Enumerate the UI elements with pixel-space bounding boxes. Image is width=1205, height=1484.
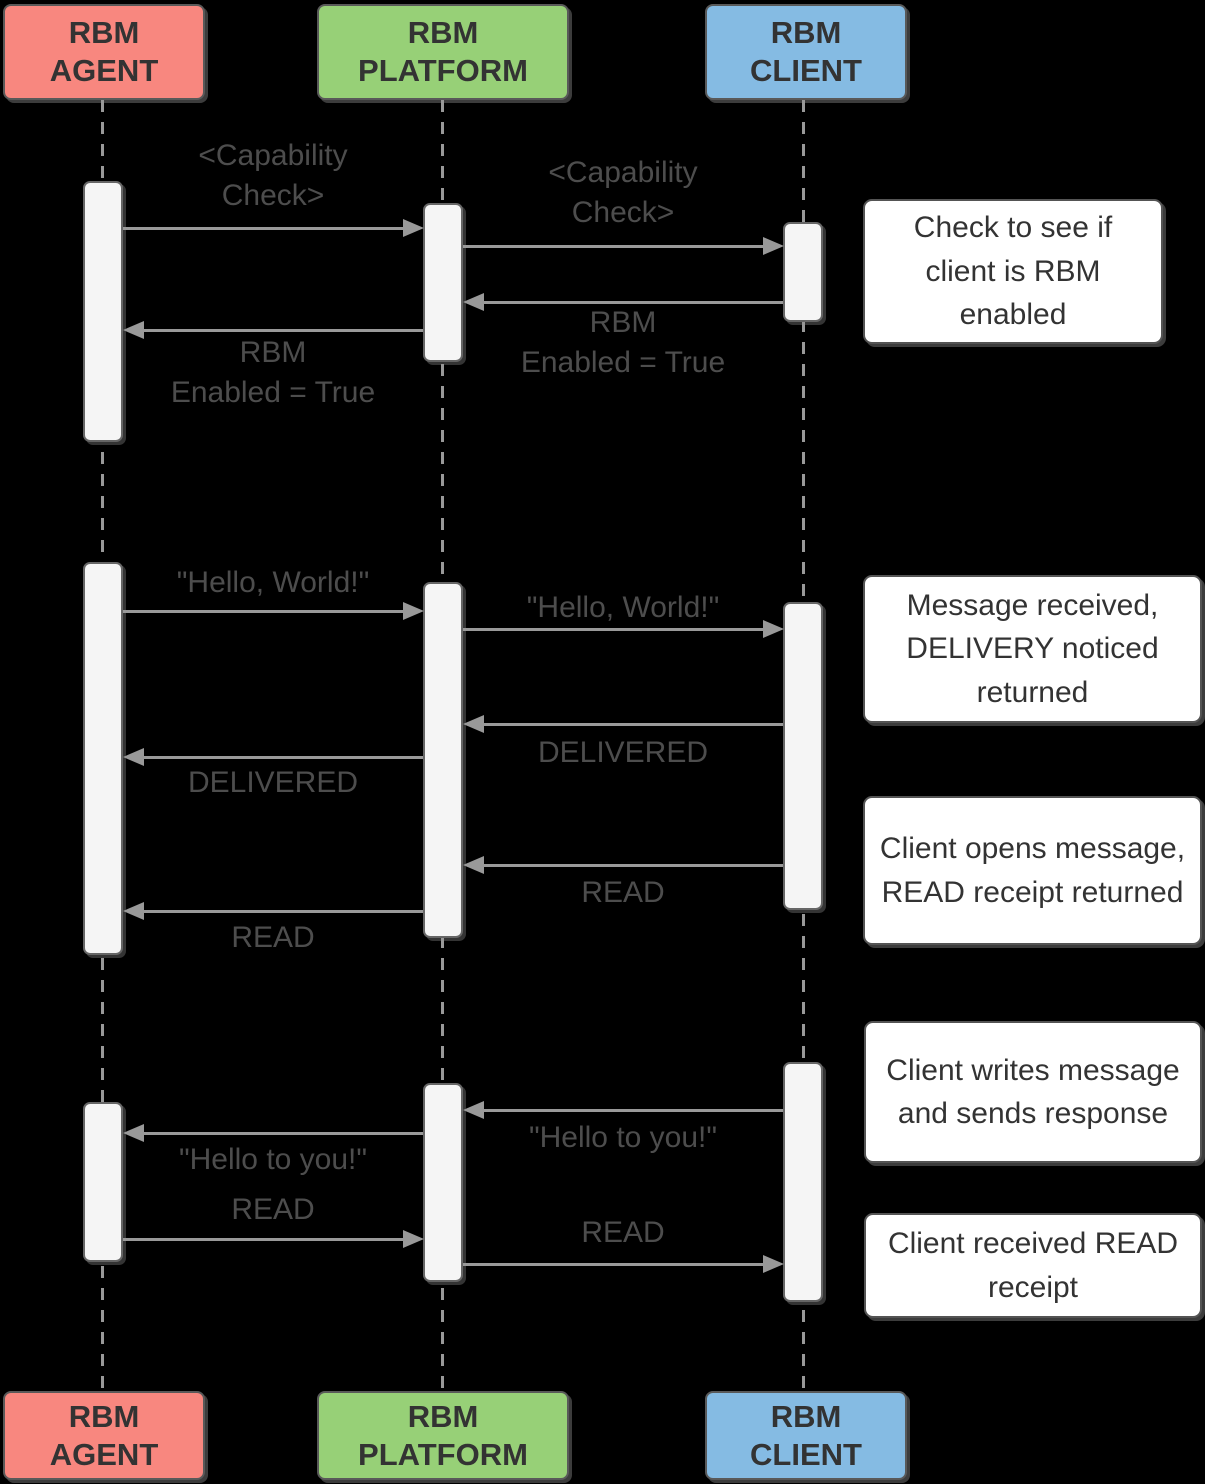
message-arrow-read-3 bbox=[123, 1238, 403, 1241]
activation-bar-client-3 bbox=[783, 1062, 823, 1302]
arrowhead-icon bbox=[463, 856, 484, 874]
message-label: "Hello to you!" bbox=[178, 1143, 368, 1176]
message-label: DELIVERED bbox=[187, 766, 359, 799]
message-arrow-hello-world-1 bbox=[123, 610, 403, 613]
note-message-received: Message received, DELIVERY noticed retur… bbox=[863, 575, 1202, 723]
actor-header-rbm-agent: RBM AGENT bbox=[3, 4, 205, 100]
activation-bar-platform-3 bbox=[423, 1083, 463, 1282]
arrowhead-icon bbox=[763, 1255, 784, 1273]
message-label: READ bbox=[581, 1216, 665, 1249]
arrowhead-icon bbox=[123, 321, 144, 339]
message-arrow-hello-world-2 bbox=[463, 628, 763, 631]
message-label: <Capability Check> bbox=[198, 139, 348, 212]
actor-header-rbm-platform: RBM PLATFORM bbox=[317, 4, 569, 100]
message-arrow-rbm-enabled-1 bbox=[483, 301, 783, 304]
message-label: <Capability Check> bbox=[548, 156, 698, 229]
message-label: "Hello, World!" bbox=[526, 591, 720, 624]
message-label: READ bbox=[581, 876, 665, 909]
note-client-received-read: Client received READ receipt bbox=[864, 1213, 1202, 1318]
message-arrow-read-4 bbox=[463, 1263, 763, 1266]
activation-bar-agent-2 bbox=[83, 562, 123, 955]
message-arrow-read-2 bbox=[143, 910, 423, 913]
activation-bar-client-1 bbox=[783, 222, 823, 322]
note-client-opens-message: Client opens message, READ receipt retur… bbox=[863, 796, 1202, 945]
arrowhead-icon bbox=[123, 748, 144, 766]
message-arrow-capability-check-2 bbox=[463, 245, 763, 248]
arrowhead-icon bbox=[463, 715, 484, 733]
actor-footer-rbm-platform: RBM PLATFORM bbox=[317, 1391, 569, 1480]
activation-bar-platform-2 bbox=[423, 582, 463, 938]
arrowhead-icon bbox=[403, 219, 424, 237]
activation-bar-platform-1 bbox=[423, 203, 463, 362]
activation-bar-agent-3 bbox=[83, 1102, 123, 1262]
message-label: "Hello, World!" bbox=[176, 566, 370, 599]
actor-header-rbm-client: RBM CLIENT bbox=[705, 4, 907, 100]
message-label: DELIVERED bbox=[537, 736, 709, 769]
activation-bar-client-2 bbox=[783, 602, 823, 910]
note-capability-check: Check to see if client is RBM enabled bbox=[863, 199, 1163, 344]
activation-bar-agent-1 bbox=[83, 181, 123, 442]
actor-footer-rbm-client: RBM CLIENT bbox=[705, 1391, 907, 1480]
message-arrow-rbm-enabled-2 bbox=[143, 329, 423, 332]
arrowhead-icon bbox=[763, 237, 784, 255]
message-arrow-delivered-2 bbox=[143, 756, 423, 759]
message-label: "Hello to you!" bbox=[528, 1121, 718, 1154]
message-arrow-capability-check-1 bbox=[123, 227, 403, 230]
message-arrow-delivered-1 bbox=[483, 723, 783, 726]
arrowhead-icon bbox=[123, 902, 144, 920]
message-arrow-hello-to-you-2 bbox=[143, 1132, 423, 1135]
message-label: READ bbox=[231, 921, 315, 954]
arrowhead-icon bbox=[123, 1124, 144, 1142]
message-label: RBM Enabled = True bbox=[170, 336, 376, 409]
message-label: RBM Enabled = True bbox=[520, 306, 726, 379]
note-client-writes-message: Client writes message and sends response bbox=[864, 1021, 1202, 1163]
message-arrow-hello-to-you-1 bbox=[483, 1109, 783, 1112]
arrowhead-icon bbox=[463, 293, 484, 311]
arrowhead-icon bbox=[403, 1230, 424, 1248]
actor-footer-rbm-agent: RBM AGENT bbox=[3, 1391, 205, 1480]
arrowhead-icon bbox=[403, 602, 424, 620]
message-arrow-read-1 bbox=[483, 864, 783, 867]
arrowhead-icon bbox=[763, 620, 784, 638]
arrowhead-icon bbox=[463, 1101, 484, 1119]
message-label: READ bbox=[231, 1193, 315, 1226]
